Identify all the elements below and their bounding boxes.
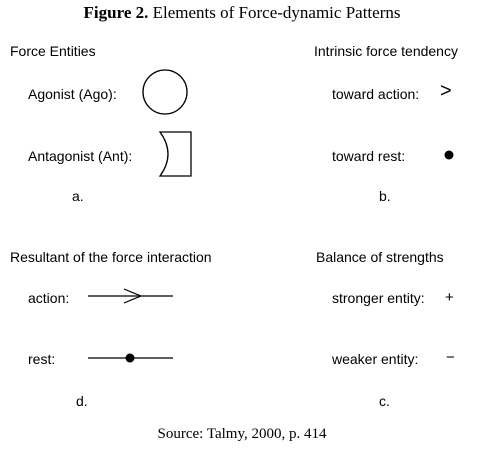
resultant-action-label: action: xyxy=(28,290,70,306)
panel-a-heading: Force Entities xyxy=(10,43,96,59)
source-caption: Source: Talmy, 2000, p. 414 xyxy=(157,426,327,442)
figure-number: Figure 2. xyxy=(83,3,149,22)
panel-c-letter: c. xyxy=(379,393,390,409)
action-chevron-icon: > xyxy=(440,80,452,102)
panel-d-letter: d. xyxy=(76,393,88,409)
figure-title-text: Elements of Force-dynamic Patterns xyxy=(152,3,401,22)
resultant-action-arrow-icon xyxy=(88,288,173,304)
panel-d-heading: Resultant of the force interaction xyxy=(10,249,212,265)
rest-dot-icon xyxy=(444,150,454,160)
antagonist-label: Antagonist (Ant): xyxy=(28,148,133,164)
panel-a-letter: a. xyxy=(72,188,84,204)
toward-rest-label: toward rest: xyxy=(332,148,406,164)
panel-b-letter: b. xyxy=(379,188,391,204)
toward-action-label: toward action: xyxy=(332,86,420,102)
antagonist-shape-icon xyxy=(158,131,192,177)
figure-title: Figure 2. Elements of Force-dynamic Patt… xyxy=(0,3,484,23)
resultant-rest-line-icon xyxy=(88,353,173,363)
agonist-label: Agonist (Ago): xyxy=(28,86,117,102)
agonist-circle-icon xyxy=(142,69,188,115)
stronger-entity-label: stronger entity: xyxy=(332,290,425,306)
weaker-entity-label: weaker entity: xyxy=(332,351,419,367)
panel-c-heading: Balance of strengths xyxy=(316,249,444,265)
panel-b-heading: Intrinsic force tendency xyxy=(314,43,458,59)
resultant-rest-label: rest: xyxy=(28,351,56,367)
plus-icon: + xyxy=(445,289,454,306)
minus-icon: − xyxy=(446,349,455,366)
